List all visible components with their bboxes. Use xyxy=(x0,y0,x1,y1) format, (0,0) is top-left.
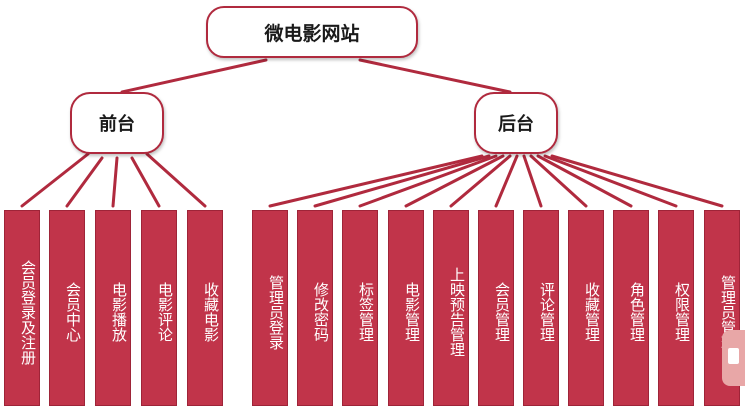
leaf-frontend-1: 会员登录及注册 xyxy=(4,210,40,406)
leaf-backend-10: 权限管理 xyxy=(658,210,694,406)
connector-backend-leaf-10 xyxy=(543,154,678,208)
connector-backend-leaf-6 xyxy=(494,154,519,208)
leaf-backend-6: 会员管理 xyxy=(478,210,514,406)
connector-backend-leaf-11 xyxy=(550,154,724,208)
floating-widget-icon[interactable] xyxy=(722,330,745,386)
connector-backend-leaf-5 xyxy=(449,154,512,208)
connector-backend-leaf-7 xyxy=(522,154,543,208)
connector-frontend-leaf-4 xyxy=(130,156,161,208)
connector-backend-leaf-4 xyxy=(404,154,505,208)
leaf-backend-5: 上映预告管理 xyxy=(433,210,469,406)
branch-label-backend: 后台 xyxy=(498,114,534,135)
leaf-backend-9: 角色管理 xyxy=(613,210,649,406)
leaf-backend-4: 电影管理 xyxy=(388,210,424,406)
leaf-frontend-3: 电影播放 xyxy=(95,210,131,406)
leaf-frontend-2: 会员中心 xyxy=(49,210,85,406)
connector-root-backend xyxy=(358,58,512,94)
connector-backend-leaf-3 xyxy=(358,154,498,208)
leaf-backend-1: 管理员登录 xyxy=(252,210,288,406)
root-node: 微电影网站 xyxy=(206,6,418,58)
leaf-frontend-4: 电影评论 xyxy=(141,210,177,406)
branch-node-frontend: 前台 xyxy=(70,92,164,154)
connector-backend-leaf-9 xyxy=(536,154,633,208)
leaf-backend-8: 收藏管理 xyxy=(568,210,604,406)
connector-frontend-leaf-1 xyxy=(20,152,90,208)
leaf-frontend-5: 收藏电影 xyxy=(187,210,223,406)
branch-label-frontend: 前台 xyxy=(99,114,135,135)
root-label: 微电影网站 xyxy=(264,22,360,45)
connector-frontend-leaf-2 xyxy=(65,156,104,208)
connector-backend-leaf-1 xyxy=(268,154,484,208)
leaf-backend-7: 评论管理 xyxy=(523,210,559,406)
connector-frontend-leaf-5 xyxy=(145,152,207,208)
connector-backend-leaf-2 xyxy=(313,154,491,208)
leaf-backend-11: 管理员管理 xyxy=(704,210,740,406)
connector-backend-leaf-8 xyxy=(529,154,588,208)
leaf-backend-2: 修改密码 xyxy=(297,210,333,406)
connector-frontend-leaf-3 xyxy=(111,156,119,208)
leaf-backend-3: 标签管理 xyxy=(342,210,378,406)
branch-node-backend: 后台 xyxy=(474,92,558,154)
connector-root-frontend xyxy=(120,58,268,94)
